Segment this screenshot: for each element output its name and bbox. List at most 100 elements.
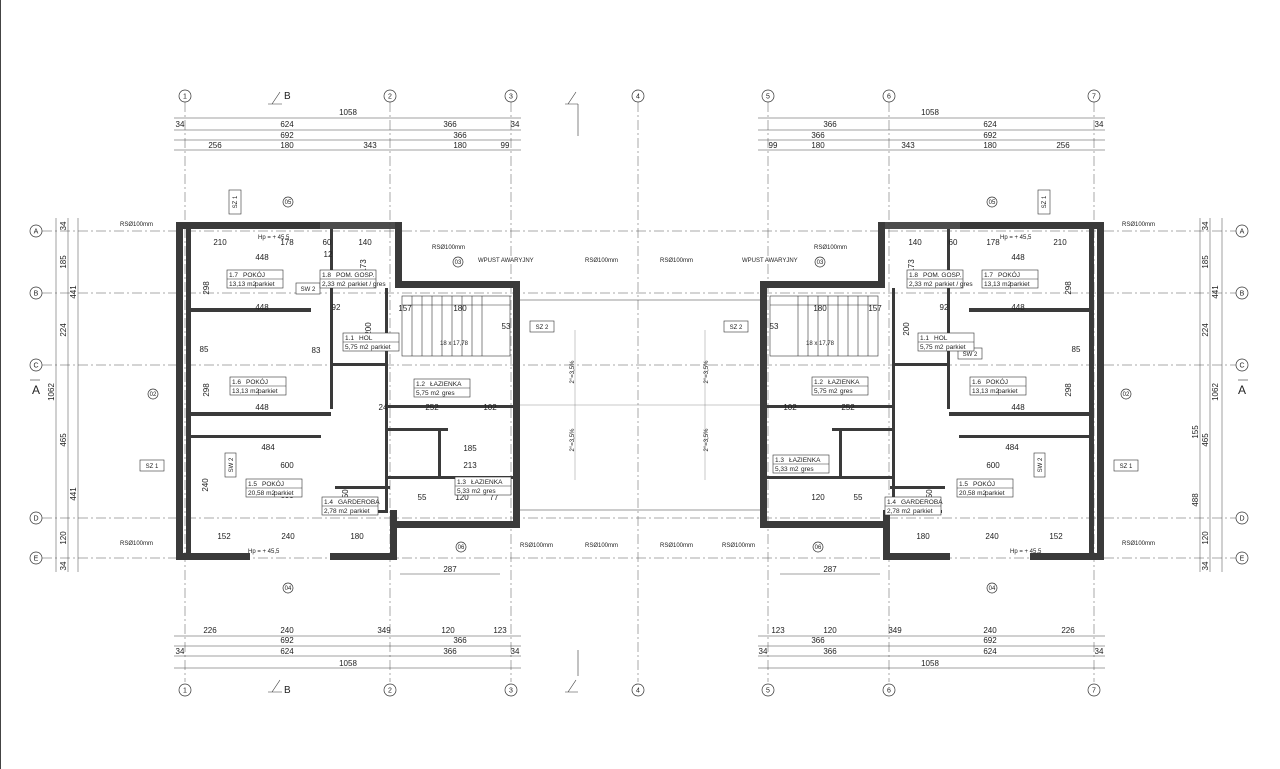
dim-bl-r1-c: 366: [443, 647, 457, 656]
dim-br-overall: 1058: [921, 659, 939, 668]
dim-ls-d: 224: [59, 323, 68, 337]
room-area: 20,58 m2: [959, 490, 986, 497]
idim-r-298b: 298: [1064, 383, 1073, 397]
idim-r-448a: 448: [1011, 253, 1025, 262]
room-id: 1.7: [984, 272, 993, 279]
sz1-tag-left-side: SZ 1: [146, 464, 159, 470]
idim-l-60: 60: [323, 238, 332, 247]
dim-br-r1-d: 34: [1095, 647, 1104, 656]
dim-ls-g: 441: [69, 487, 78, 501]
idim-l-200: 200: [364, 322, 373, 336]
slope-label-bottom-left: 2°=3,5%: [570, 428, 576, 452]
room-floor: gres: [801, 466, 814, 473]
grid-col-4-bottom: 4: [636, 688, 640, 695]
room-floor: parkiet: [1010, 281, 1030, 288]
rs-label-tr: RSØ100mm: [1122, 222, 1155, 228]
idim-l-484: 484: [261, 443, 275, 452]
room-name: POKÓJ: [243, 270, 265, 279]
room-id: 1.6: [232, 379, 241, 386]
wtag-left-side: 02: [150, 392, 157, 398]
dim-br-r3-b: 120: [823, 626, 837, 635]
dim-right-r3-a: 99: [769, 141, 778, 150]
idim-l-77: 77: [490, 493, 499, 502]
grid-col-6-top: 6: [887, 94, 891, 101]
room-area: 5,75 m2: [920, 344, 944, 351]
dim-left-r3-a: 256: [208, 141, 222, 150]
grid-col-1-bottom: 1: [183, 688, 187, 695]
idim-r-448b: 448: [1011, 303, 1025, 312]
idim-l-180: 180: [453, 304, 467, 313]
idim-r-448c: 448: [1011, 403, 1025, 412]
dim-right-overall: 1058: [921, 108, 939, 117]
dim-left-r2-b: 366: [453, 131, 467, 140]
wtag-right-inner: 03: [817, 260, 824, 266]
dims-top-right: 1058 366 624 34 366 692 99 180 343 180 2…: [758, 108, 1105, 151]
room-area: 20,58 m2: [248, 490, 275, 497]
room-floor: parkiet: [371, 344, 391, 351]
grid-row-e-left: E: [34, 556, 39, 563]
dim-ls-h: 120: [59, 531, 68, 545]
grid-row-b-left: B: [34, 291, 39, 298]
dim-left-r1-c: 366: [443, 120, 457, 129]
dims-bottom-left: 226 240 349 120 123 692 366 34 624 366 3…: [174, 626, 521, 669]
idim-r-173: 173: [907, 259, 916, 273]
wtag-left-inner: 03: [455, 260, 462, 266]
room-name: ŁAZIENKA: [828, 379, 860, 386]
dim-bl-r3-d: 120: [441, 626, 455, 635]
room-area: 2,33 m2: [909, 281, 933, 288]
dims-top-left: 1058 34 624 366 34 692 366 256 180 343 1…: [174, 108, 521, 151]
dim-right-r1-c: 34: [1095, 120, 1104, 129]
dim-br-r3-e: 226: [1061, 626, 1075, 635]
emergency-drain-left: WPUST AWARYJNY: [478, 258, 534, 264]
grid-col-3-bottom: 3: [509, 688, 513, 695]
sw2-tag-left-a: SW 2: [301, 287, 316, 293]
dim-bl-r2-b: 366: [453, 636, 467, 645]
room-area: 5,33 m2: [775, 466, 799, 473]
room-name: ŁAZIENKA: [789, 457, 821, 464]
rs-label-mid-left: RSØ100mm: [585, 258, 618, 264]
left-unit-walls: [176, 222, 520, 560]
room-floor: parkiet: [350, 508, 370, 515]
dim-bl-r1-a: 34: [176, 647, 185, 656]
dim-br-r2-b: 692: [983, 636, 997, 645]
grid-axes: [42, 102, 1236, 682]
room-floor: parkiet / gres: [935, 281, 973, 288]
opening-tags: SZ 1 SZ 1 SZ 1 SZ 1 SZ 2 SZ 2 SW 2 SW 2 …: [139, 189, 1139, 478]
idim-l-600a: 600: [280, 461, 294, 470]
idim-r-252: 252: [841, 403, 855, 412]
wtag-right-side: 02: [1123, 392, 1130, 398]
grid-col-2-bottom: 2: [388, 688, 392, 695]
idim-l-120: 120: [455, 493, 469, 502]
idim-l-53: 53: [502, 322, 511, 331]
idim-l-157: 157: [398, 304, 412, 313]
dim-left-r3-b: 180: [280, 141, 294, 150]
idim-l-85: 85: [200, 345, 209, 354]
idim-l-298a: 298: [202, 281, 211, 295]
room-name: POKÓJ: [998, 270, 1020, 279]
room-id: 1.3: [775, 457, 784, 464]
idim-l-92: 92: [332, 303, 341, 312]
dim-br-r3-c: 349: [888, 626, 902, 635]
rs-label-left-bottom: RSØ100mm: [520, 543, 553, 549]
room-id: 1.8: [322, 272, 331, 279]
right-stair-note: 18 x 17,78: [806, 341, 835, 347]
dim-bl-r1-d: 34: [511, 647, 520, 656]
dim-right-r1-a: 366: [823, 120, 837, 129]
rs-label-mid-bottom-right: RSØ100mm: [660, 543, 693, 549]
dim-right-r3-b: 180: [811, 141, 825, 150]
left-stair: 18 x 17,78: [401, 295, 511, 357]
rs-label-mid-bottom-left: RSØ100mm: [585, 543, 618, 549]
dim-bl-r3-e: 123: [493, 626, 507, 635]
room-area: 13,13 m2: [984, 281, 1011, 288]
idim-r-55: 55: [854, 493, 863, 502]
dim-rs-h: 488: [1191, 493, 1200, 507]
grid-row-c-right: C: [1239, 363, 1244, 370]
idim-l-102: 102: [483, 403, 497, 412]
